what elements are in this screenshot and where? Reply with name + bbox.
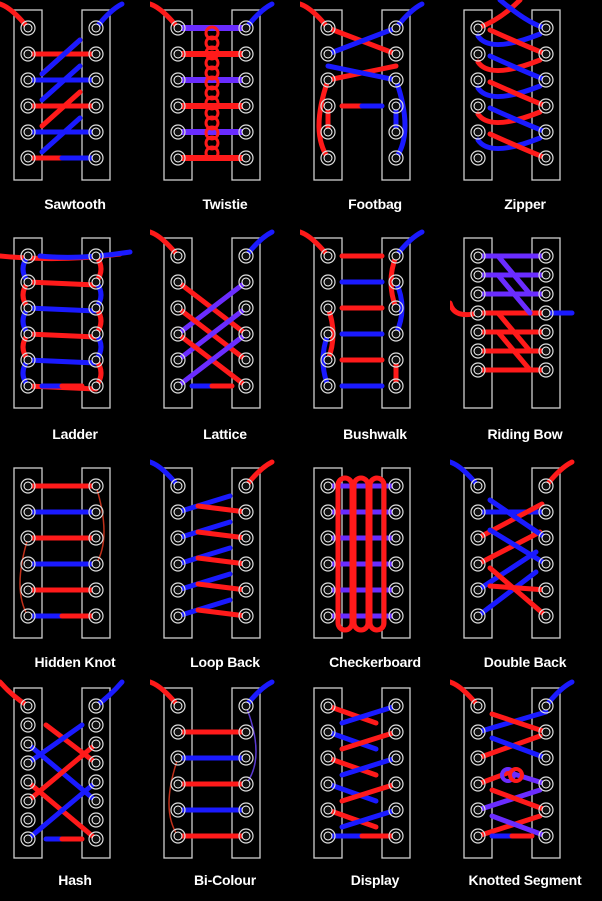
method-card-knotted-segment: Knotted Segment xyxy=(450,678,600,901)
method-label: Sawtooth xyxy=(44,196,106,212)
footbag-lacing-diagram xyxy=(300,1,425,181)
method-card-bi-colour: Bi-Colour xyxy=(150,678,300,901)
method-label: Lattice xyxy=(203,426,247,442)
double-back-lacing-diagram xyxy=(450,459,575,639)
method-card-riding-bow: Riding Bow xyxy=(450,228,600,451)
method-label: Knotted Segment xyxy=(468,872,582,888)
sawtooth-lacing-diagram xyxy=(0,1,125,181)
method-card-zipper: Zipper xyxy=(450,0,600,223)
method-card-loop-back: Loop Back xyxy=(150,458,300,681)
method-label: Hash xyxy=(58,872,92,888)
method-card-hash: Hash xyxy=(0,678,150,901)
method-card-sawtooth: Sawtooth xyxy=(0,0,150,223)
method-card-display: Display xyxy=(300,678,450,901)
knotted-segment-lacing-diagram xyxy=(450,679,575,859)
riding-bow-lacing-diagram xyxy=(450,237,575,409)
hidden-knot-lacing-diagram xyxy=(13,467,111,639)
method-card-lattice: Lattice xyxy=(150,228,300,451)
lattice-lacing-diagram xyxy=(150,229,275,409)
method-card-checkerboard: Checkerboard xyxy=(300,458,450,681)
checkerboard-lacing-diagram xyxy=(313,467,411,639)
method-label: Footbag xyxy=(348,196,402,212)
method-label: Zipper xyxy=(504,196,546,212)
bi-colour-lacing-diagram xyxy=(150,679,275,859)
method-label: Checkerboard xyxy=(329,654,421,670)
method-card-ladder: Ladder xyxy=(0,228,150,451)
method-card-footbag: Footbag xyxy=(300,0,450,223)
method-label: Loop Back xyxy=(190,654,260,670)
method-label: Hidden Knot xyxy=(34,654,116,670)
method-card-bushwalk: Bushwalk xyxy=(300,228,450,451)
zipper-lacing-diagram xyxy=(463,0,561,181)
ladder-lacing-diagram xyxy=(0,237,133,409)
method-label: Ladder xyxy=(52,426,98,442)
method-card-twistie: Twistie xyxy=(150,0,300,223)
hash-lacing-diagram xyxy=(0,679,125,859)
method-label: Bi-Colour xyxy=(194,872,256,888)
display-lacing-diagram xyxy=(313,687,411,859)
method-card-double-back: Double Back xyxy=(450,458,600,681)
twistie-lacing-diagram xyxy=(150,1,275,181)
method-label: Double Back xyxy=(483,654,567,670)
bushwalk-lacing-diagram xyxy=(300,229,425,409)
method-label: Display xyxy=(350,872,400,888)
method-label: Bushwalk xyxy=(343,426,407,442)
loop-back-lacing-diagram xyxy=(150,459,275,639)
method-label: Twistie xyxy=(202,196,248,212)
method-label: Riding Bow xyxy=(487,426,563,442)
method-card-hidden-knot: Hidden Knot xyxy=(0,458,150,681)
